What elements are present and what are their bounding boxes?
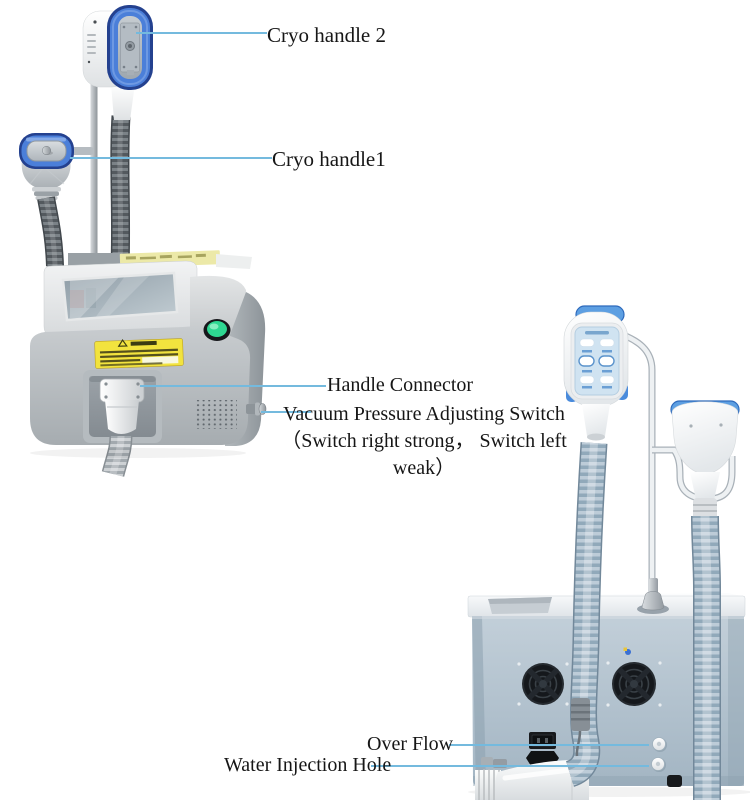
cooling-fan-right — [606, 661, 662, 707]
handle-connector[interactable] — [99, 378, 145, 434]
warning-label — [94, 338, 184, 369]
leader-vacuum-switch — [261, 411, 311, 413]
pole-holder — [637, 578, 669, 614]
back-handle-hose — [691, 515, 721, 800]
label-vacuum-switch-line2: （Switch right strong， Switch left weak） — [281, 430, 567, 479]
label-cryo-handle-1: Cryo handle1 — [272, 147, 386, 171]
machine-back-view — [467, 305, 750, 800]
handle-2-hose — [110, 115, 131, 267]
speaker-grille — [196, 400, 237, 429]
leader-cryo-handle-2 — [136, 32, 267, 34]
cryo-handle-2 — [82, 5, 153, 120]
water-injection-port[interactable] — [651, 757, 667, 773]
machine-front-view — [19, 5, 267, 477]
stored-handle-cone — [475, 759, 589, 800]
display-handle-hose — [565, 442, 608, 787]
label-vacuum-switch-line1: Vacuum Pressure Adjusting Switch — [283, 403, 565, 425]
label-cryo-handle-2: Cryo handle 2 — [267, 23, 386, 47]
label-water-injection-hole: Water Injection Hole — [224, 754, 392, 776]
label-handle-connector: Handle Connector — [327, 374, 474, 396]
leader-cryo-handle-1 — [70, 157, 272, 159]
connector-hose — [101, 435, 133, 477]
leader-handle-connector — [140, 385, 326, 387]
display-handle — [563, 305, 629, 441]
machine-foot — [667, 775, 682, 787]
leader-water-injection-hole — [371, 765, 649, 767]
back-machine-body — [467, 578, 746, 787]
nozzle-ball — [42, 146, 51, 155]
leader-over-flow — [449, 744, 649, 746]
vacuum-switch-knob[interactable] — [246, 402, 267, 416]
display-screen — [61, 271, 179, 322]
cryo-handle-1 — [19, 133, 74, 200]
label-over-flow: Over Flow — [367, 733, 454, 755]
overflow-port[interactable] — [652, 737, 668, 753]
cooling-fan-left — [517, 662, 569, 706]
green-power-button[interactable] — [203, 319, 231, 341]
handle-1-hose — [37, 196, 64, 267]
front-machine-body — [30, 250, 267, 446]
label-vacuum-switch: Vacuum Pressure Adjusting Switch （Switch… — [278, 401, 570, 482]
